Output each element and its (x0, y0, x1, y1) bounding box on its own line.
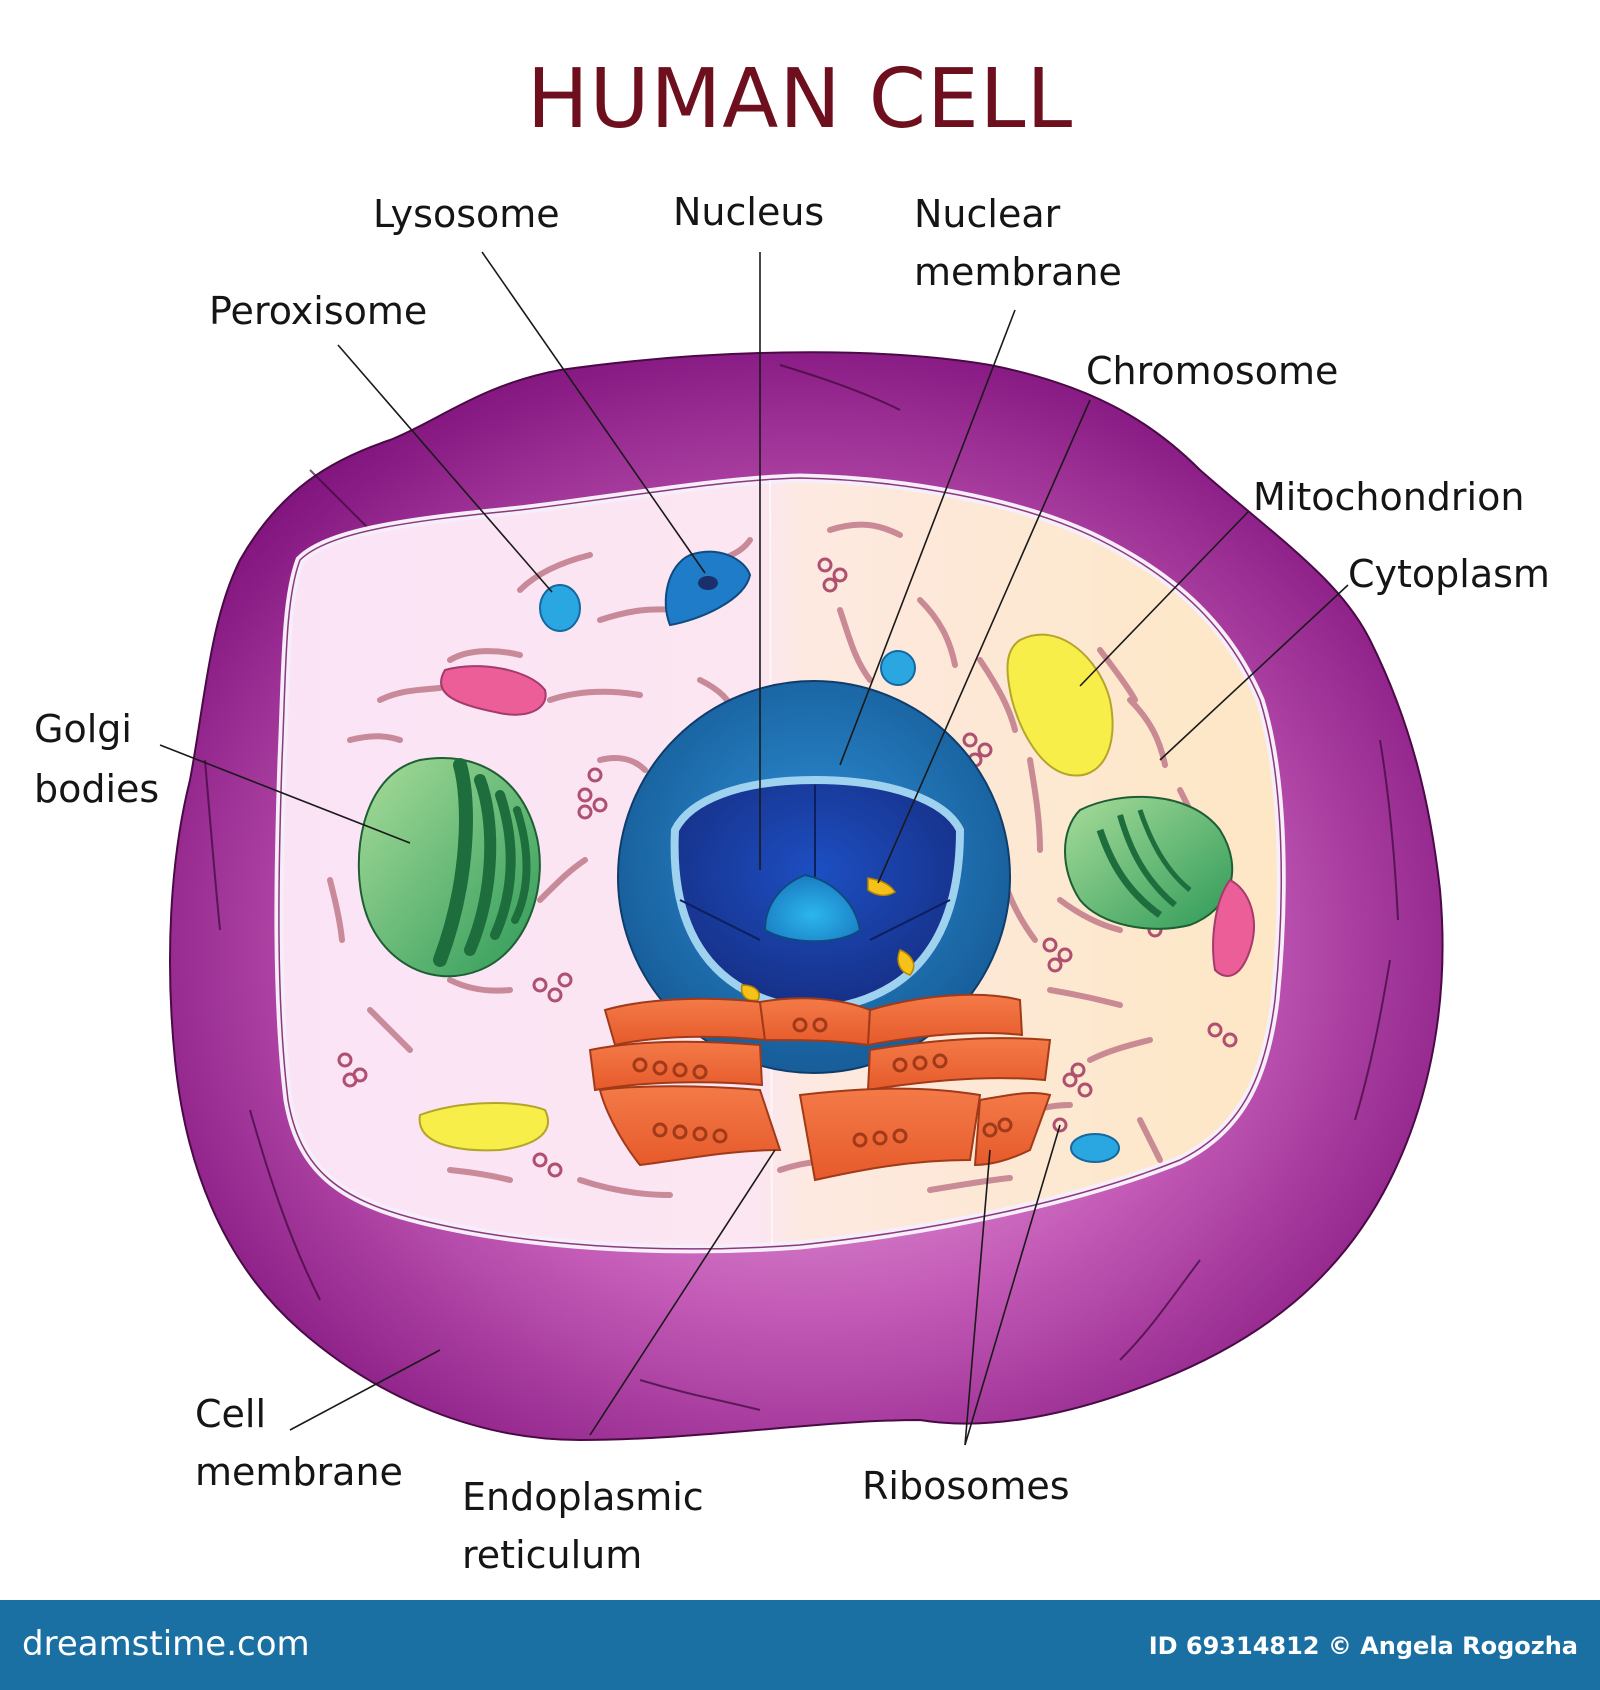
label-mitochondrion: Mitochondrion (1253, 475, 1525, 519)
label-golgi-2: bodies (34, 767, 160, 811)
label-chromosome: Chromosome (1086, 349, 1339, 393)
label-nuclear-membrane-1: Nuclear (914, 192, 1061, 236)
golgi-right-shape (1064, 795, 1234, 930)
lysosome-shape (664, 550, 752, 627)
label-cell-membrane-2: membrane (195, 1450, 403, 1494)
leader-lines (159, 251, 1349, 1446)
golgi-bodies-shape (357, 757, 541, 978)
label-er-1: Endoplasmic (462, 1475, 704, 1519)
pink-organelle (1212, 878, 1255, 977)
vesicle (880, 650, 916, 686)
peroxisome-shape (539, 584, 581, 632)
label-ribosomes: Ribosomes (862, 1464, 1070, 1508)
cell-diagram (159, 251, 1444, 1446)
er-ribosome-dots (632, 1017, 1013, 1148)
label-lysosome: Lysosome (373, 192, 560, 236)
label-nucleus: Nucleus (673, 190, 825, 234)
pink-organelle (440, 665, 547, 716)
label-cytoplasm: Cytoplasm (1348, 552, 1550, 596)
mitochondrion-shape (1006, 633, 1114, 777)
label-nuclear-membrane-2: membrane (914, 250, 1122, 294)
nucleus-shape (617, 680, 1011, 1074)
footer-credit: ID 69314812 © Angela Rogozha (1148, 1632, 1578, 1660)
footer-bar: dreamstime.com ID 69314812 © Angela Rogo… (0, 1600, 1600, 1690)
footer-site: dreamstime.com (22, 1624, 310, 1664)
label-peroxisome: Peroxisome (209, 289, 428, 333)
diagram-title: HUMAN CELL (526, 52, 1074, 147)
yellow-organelle (418, 1102, 549, 1152)
label-cell-membrane-1: Cell (195, 1392, 267, 1436)
label-golgi-1: Golgi (34, 707, 132, 751)
vesicle (1070, 1133, 1120, 1163)
label-er-2: reticulum (462, 1533, 643, 1577)
chromosome-shapes (740, 877, 915, 1002)
